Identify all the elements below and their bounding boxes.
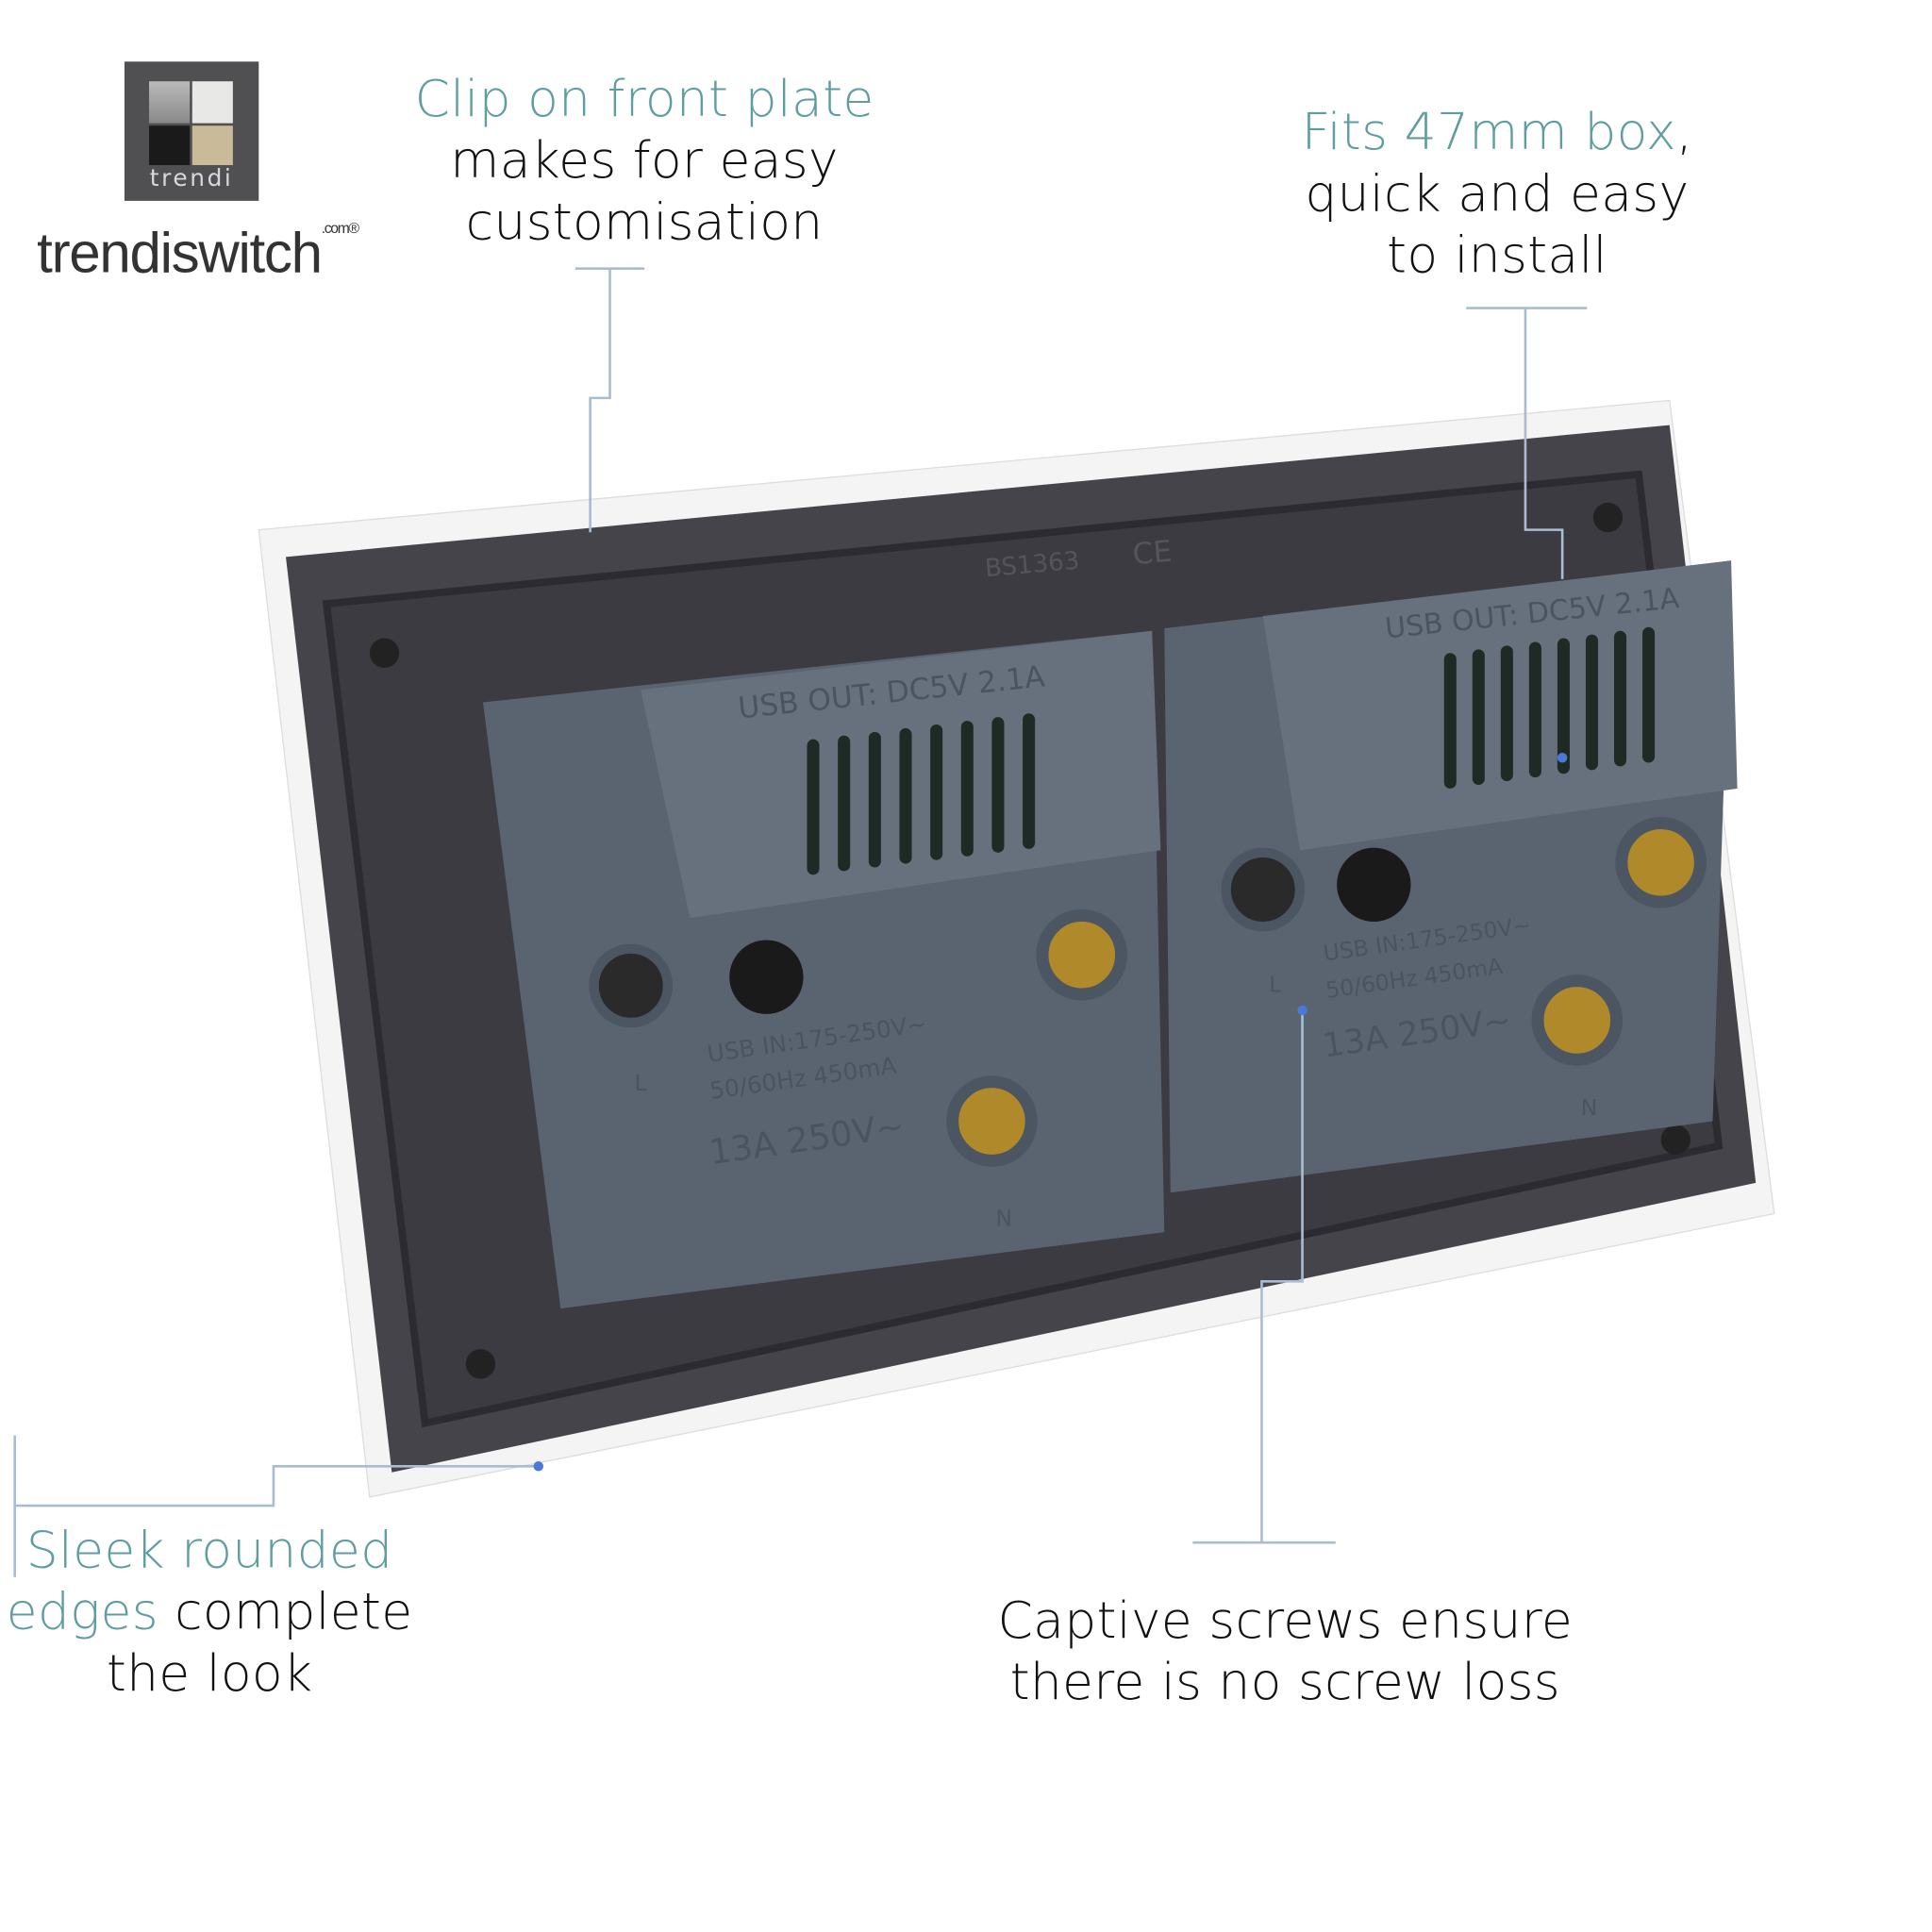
mounting-hole <box>369 638 400 668</box>
neutral-label: N <box>995 1206 1012 1232</box>
brand-name-text: trendiswitch <box>37 220 323 285</box>
live-label: L <box>1269 971 1281 997</box>
registered-mark: ® <box>348 219 359 237</box>
callout-clip-line3: customisation <box>465 192 824 252</box>
brand-name: trendiswitch.com® <box>37 219 359 286</box>
callout-fits-line2: quick and easy <box>1305 163 1690 224</box>
callout-sleek: Sleek rounded edges complete the look <box>0 1519 419 1704</box>
mounting-hole <box>1660 1124 1690 1155</box>
logo-text: trendi <box>149 165 234 192</box>
callout-sleek-line2: complete <box>158 1582 413 1641</box>
callout-sleek-line3: the look <box>106 1643 313 1704</box>
leader-dot <box>1297 1005 1307 1016</box>
neutral-label: N <box>1581 1094 1598 1121</box>
callout-clip-line2: makes for easy <box>450 130 839 191</box>
callout-fits-highlight: Fits 47mm box <box>1301 102 1676 162</box>
module-left: USB OUT: DC5V 2.1A USB IN:175-250V~ 50/6… <box>482 630 1165 1309</box>
callout-fits-line3: to install <box>1387 225 1607 285</box>
leader-lines <box>13 267 1588 1577</box>
callout-captive-line2: there is no screw loss <box>1009 1652 1560 1712</box>
live-label: L <box>635 1070 647 1096</box>
mounting-hole <box>465 1349 496 1379</box>
callout-fits-comma: , <box>1675 102 1693 162</box>
ce-mark: CE <box>1131 535 1174 572</box>
brand-logo: trendi <box>124 61 259 201</box>
callout-fits: Fits 47mm box, quick and easy to install <box>1251 101 1743 286</box>
callout-sleek-highlight: Sleek rounded <box>25 1520 393 1580</box>
brand-suffix: .com <box>321 219 350 237</box>
callout-clip-highlight: Clip on front plate <box>414 69 874 128</box>
leader-dot <box>1557 753 1568 763</box>
leader-dot <box>533 1461 543 1472</box>
callout-sleek-highlight2: edges <box>6 1582 158 1641</box>
callout-captive: Captive screws ensure there is no screw … <box>977 1590 1593 1713</box>
callout-captive-line1: Captive screws ensure <box>997 1591 1574 1650</box>
callout-clip: Clip on front plate makes for easy custo… <box>398 68 891 253</box>
module-right: USB OUT: DC5V 2.1A USB IN:175-250V~ 50/6… <box>1164 560 1738 1193</box>
mounting-hole <box>1592 502 1624 533</box>
